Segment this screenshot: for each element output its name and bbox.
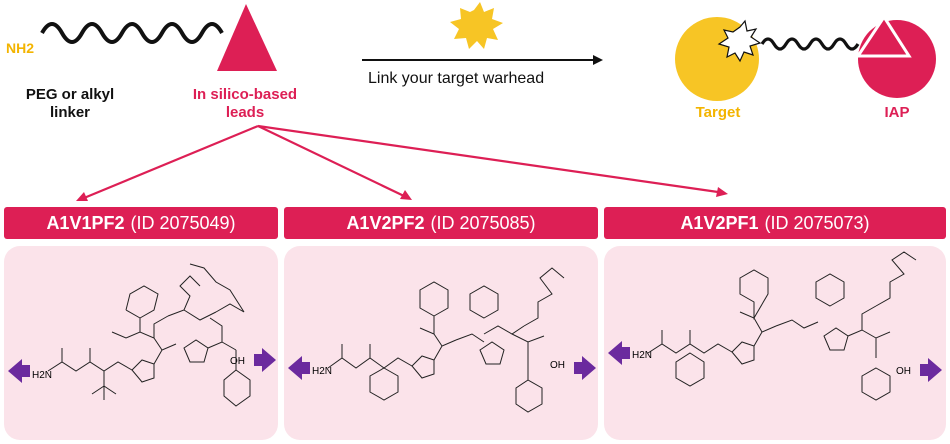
right-exit-arrow-icon (254, 348, 276, 372)
compound-id: (ID 2075085) (430, 212, 536, 233)
protac-linker-wave (760, 37, 860, 51)
nh2-label: NH2 (6, 40, 35, 56)
warhead-burst-icon (717, 19, 762, 63)
right-exit-arrow-icon (920, 358, 942, 382)
amine-label: H2N (312, 366, 332, 377)
leads-label: In silico-based leads (170, 86, 320, 122)
linker-label: PEG or alkyl linker (10, 86, 130, 122)
compound-name: A1V2PF1 (680, 212, 759, 233)
compound-name: A1V1PF2 (46, 212, 125, 233)
left-exit-arrow-icon (608, 341, 630, 365)
sunburst-icon (450, 2, 503, 49)
skeletal-bonds (647, 251, 917, 401)
compound-panel-2: H2N OH (284, 246, 598, 440)
lead-triangle (217, 4, 277, 71)
skeletal-bonds (327, 267, 565, 413)
compound-id: (ID 2075049) (130, 212, 236, 233)
link-text: Link your target warhead (368, 70, 545, 87)
left-exit-arrow-icon (8, 359, 30, 383)
leads-label-line1: In silico-based (192, 86, 298, 103)
compound-id: (ID 2075073) (764, 212, 870, 233)
amine-label: H2N (632, 350, 652, 361)
structure-2: H2N OH (288, 267, 596, 413)
iap-circle (858, 20, 936, 98)
compound-header-2: A1V2PF2 (ID 2075085) (284, 207, 598, 239)
compound-header-1: A1V1PF2 (ID 2075049) (4, 207, 278, 239)
acid-label: OH (550, 360, 565, 371)
compound-panel-3: H2N OH (604, 246, 946, 440)
iap-bound-triangle (855, 14, 912, 58)
amine-label: H2N (32, 370, 52, 381)
skeletal-bonds (47, 263, 251, 407)
right-exit-arrow-icon (574, 356, 596, 380)
linker-label-line1: PEG or alkyl (25, 86, 115, 103)
top-diagram (40, 2, 936, 201)
linker-label-line2: linker (49, 104, 91, 121)
acid-label: OH (896, 366, 911, 377)
structure-1: H2N OH (8, 263, 276, 407)
left-exit-arrow-icon (288, 356, 310, 380)
iap-label: IAP (884, 104, 910, 121)
acid-label: OH (230, 356, 245, 367)
leads-label-line2: leads (225, 104, 265, 121)
compound-panel-1: H2N OH (4, 246, 278, 440)
link-arrow-head (593, 55, 603, 65)
target-label: Target (695, 104, 741, 121)
compound-name: A1V2PF2 (346, 212, 425, 233)
structure-3: H2N OH (608, 251, 942, 401)
compound-header-3: A1V2PF1 (ID 2075073) (604, 207, 946, 239)
linker-wave (40, 22, 224, 44)
branch-arrows (76, 124, 728, 201)
